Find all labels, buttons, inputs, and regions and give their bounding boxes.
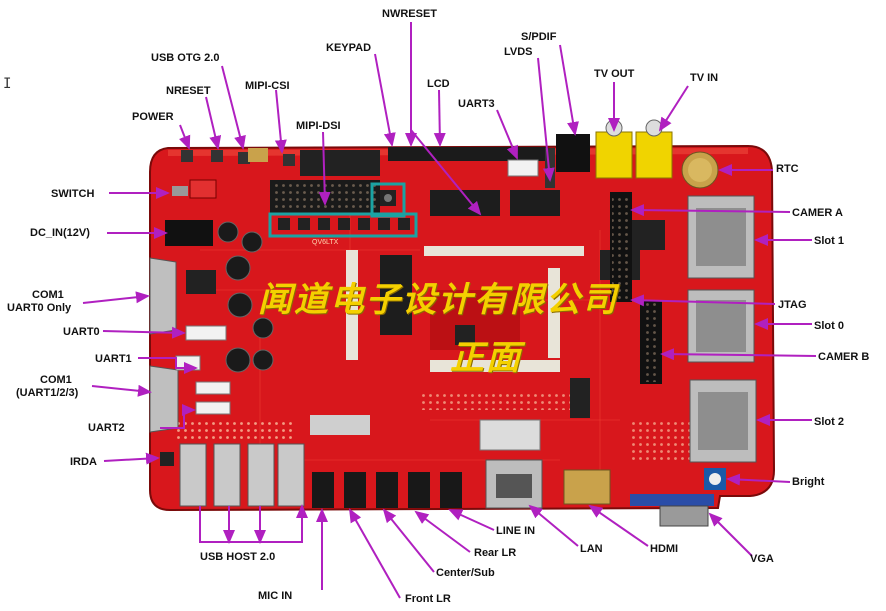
label-camer-b: CAMER B xyxy=(818,351,870,363)
label-rear-lr: Rear LR xyxy=(474,547,517,559)
label-lvds: LVDS xyxy=(504,46,533,58)
label-mic-in: MIC IN xyxy=(258,590,293,602)
label-dc-in: DC_IN(12V) xyxy=(30,227,90,239)
label-mipi-dsi: MIPI-DSI xyxy=(296,120,341,132)
label-keypad: KEYPAD xyxy=(326,42,372,54)
label-uart1: UART1 xyxy=(95,353,132,365)
watermark-front: 正面 xyxy=(450,338,522,378)
label-slot1: Slot 1 xyxy=(814,235,844,247)
text-cursor-icon: I xyxy=(3,76,12,92)
label-nwreset: NWRESET xyxy=(382,8,437,20)
label-uart3: UART3 xyxy=(458,98,495,110)
label-hdmi: HDMI xyxy=(650,543,679,555)
label-usb-host: USB HOST 2.0 xyxy=(200,551,276,563)
label-switch: SWITCH xyxy=(51,188,95,200)
label-center-sub: Center/Sub xyxy=(436,567,495,579)
label-vga: VGA xyxy=(750,553,774,565)
label-mipi-csi: MIPI-CSI xyxy=(245,80,290,92)
label-uart0-only: UART0 Only xyxy=(7,302,72,314)
label-bright: Bright xyxy=(792,476,825,488)
label-irda: IRDA xyxy=(70,456,97,468)
label-line-in: LINE IN xyxy=(496,525,536,537)
label-com1-uart123: COM1 xyxy=(40,374,72,386)
label-slot2: Slot 2 xyxy=(814,416,844,428)
watermark-company: 闻道电子设计有限公司 xyxy=(258,280,618,320)
label-rtc: RTC xyxy=(776,163,799,175)
label-lan: LAN xyxy=(580,543,603,555)
label-jtag: JTAG xyxy=(778,299,807,311)
label-spdif: S/PDIF xyxy=(521,31,557,43)
label-camer-a: CAMER A xyxy=(792,207,843,219)
label-lcd: LCD xyxy=(427,78,450,90)
silkscreen-text: QV6LTX xyxy=(312,239,339,246)
label-power: POWER xyxy=(132,111,174,123)
label-nreset: NRESET xyxy=(166,85,211,97)
label-uart0: UART0 xyxy=(63,326,100,338)
label-tv-in: TV IN xyxy=(690,72,719,84)
label-uart2: UART2 xyxy=(88,422,125,434)
label-uart123: (UART1/2/3) xyxy=(16,387,79,399)
label-com1-uart0: COM1 xyxy=(32,289,64,301)
label-front-lr: Front LR xyxy=(405,593,451,605)
label-tv-out: TV OUT xyxy=(594,68,635,80)
label-usb-otg: USB OTG 2.0 xyxy=(151,52,220,64)
label-slot0: Slot 0 xyxy=(814,320,844,332)
